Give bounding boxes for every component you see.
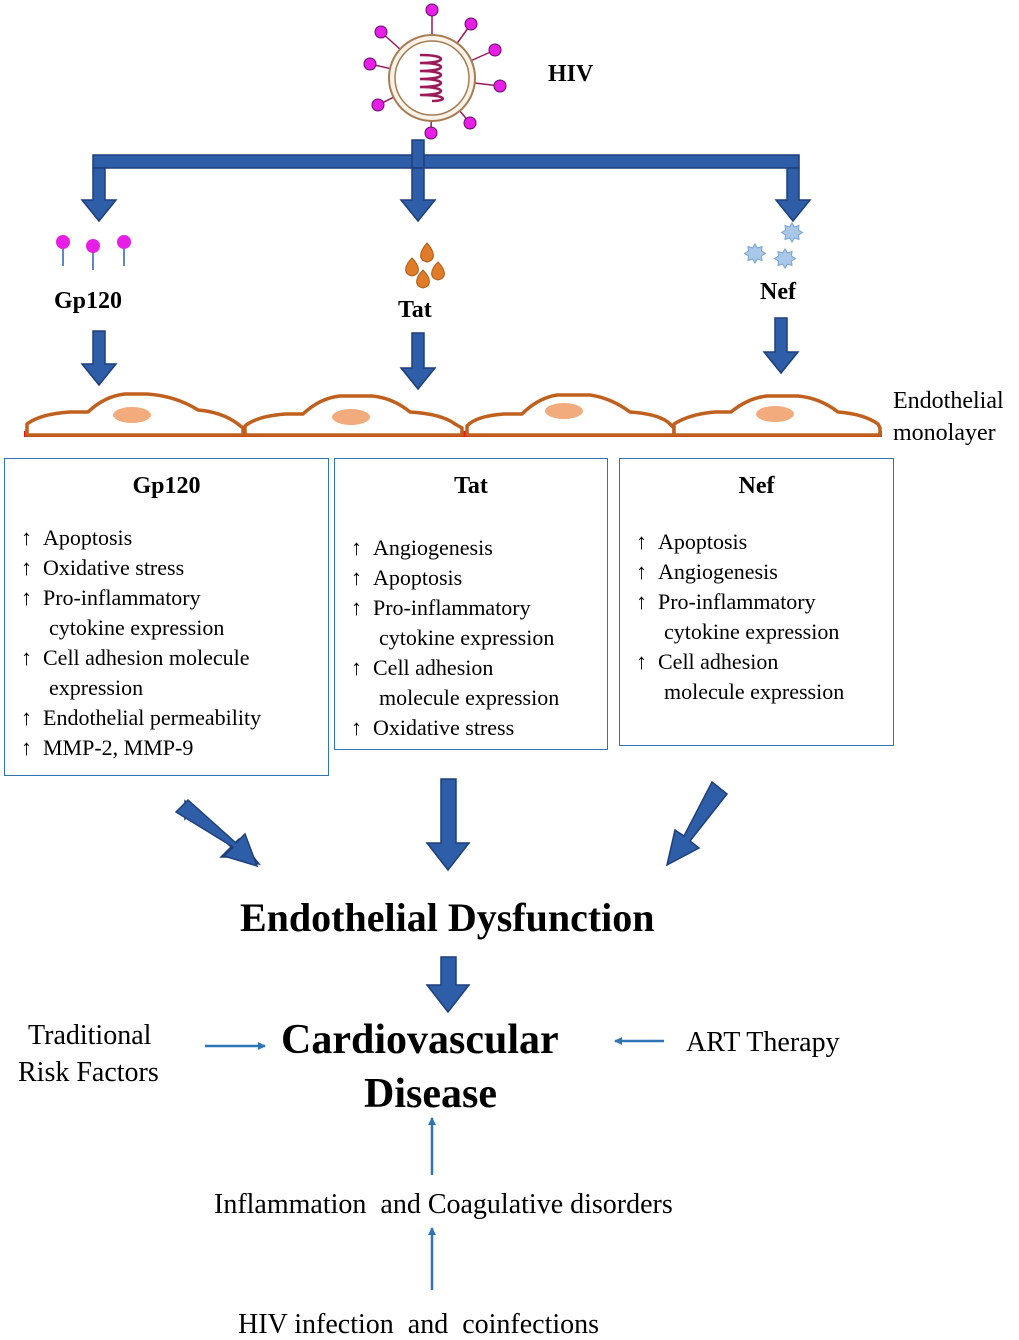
cardiovascular-disease-line2: Disease	[364, 1071, 497, 1117]
tat-protein-icon	[405, 242, 445, 289]
hiv-virus-icon	[363, 3, 507, 140]
list-item: ↑Angiogenesis	[636, 559, 778, 584]
hiv-label: HIV	[548, 61, 594, 87]
list-item: expression	[49, 675, 144, 700]
list-item: ↑Cell adhesion	[351, 655, 494, 680]
gp120-molecule-icon	[56, 235, 131, 270]
hiv-infection-coinfections-label: HIV infection and coinfections	[238, 1309, 600, 1340]
list-item: ↑Cell adhesion molecule	[21, 645, 250, 670]
branch-arrows	[80, 139, 812, 223]
nef-effects-box: Nef ↑Apoptosis ↑Angiogenesis ↑Pro-inflam…	[619, 458, 894, 746]
list-item: ↑Endothelial permeability	[21, 705, 262, 730]
cardiovascular-disease-line1: Cardiovascular	[281, 1017, 559, 1063]
dysfunction-to-cvd-arrow	[425, 956, 471, 1014]
endothelial-monolayer-label-line2: monolayer	[893, 420, 996, 446]
list-item: molecule expression	[664, 679, 845, 704]
gp120-effects-box: Gp120 ↑Apoptosis ↑Oxidative stress ↑Pro-…	[4, 458, 329, 776]
traditional-risk-factors-line2: Risk Factors	[18, 1057, 159, 1088]
endothelial-dysfunction-title: Endothelial Dysfunction	[240, 895, 655, 940]
gp120-effects-list: ↑Apoptosis ↑Oxidative stress ↑Pro-inflam…	[21, 523, 261, 763]
tat-box-title: Tat	[454, 473, 488, 499]
list-item: ↑Apoptosis	[21, 525, 133, 550]
nef-label: Nef	[760, 279, 796, 305]
gp120-label: Gp120	[54, 288, 123, 314]
nef-effects-list: ↑Apoptosis ↑Angiogenesis ↑Pro-inflammato…	[636, 527, 844, 707]
endothelial-monolayer	[24, 392, 882, 437]
list-item: ↑Apoptosis	[351, 565, 463, 590]
list-item: ↑Pro-inflammatory	[351, 595, 531, 620]
list-item: ↑Cell adhesion	[636, 649, 779, 674]
list-item: ↑MMP-2, MMP-9	[21, 735, 194, 760]
nef-protein-icon	[743, 222, 804, 269]
list-item: ↑Apoptosis	[636, 529, 748, 554]
endothelial-monolayer-label-line1: Endothelial	[893, 388, 1004, 414]
list-item: ↑Pro-inflammatory	[21, 585, 201, 610]
tat-effects-box: Tat ↑Angiogenesis ↑Apoptosis ↑Pro-inflam…	[334, 458, 608, 750]
art-therapy-label: ART Therapy	[686, 1027, 840, 1058]
list-item: ↑Oxidative stress	[351, 715, 515, 740]
gp120-dysfunction-arrow	[174, 798, 259, 868]
list-item: ↑Oxidative stress	[21, 555, 185, 580]
box-to-dysfunction-arrows	[183, 778, 729, 872]
list-item: cytokine expression	[379, 625, 555, 650]
gp120-box-title: Gp120	[132, 473, 201, 499]
tat-label: Tat	[398, 297, 432, 323]
list-item: ↑Angiogenesis	[351, 535, 493, 560]
inflammation-coagulative-label: Inflammation and Coagulative disorders	[214, 1189, 673, 1220]
traditional-risk-factors-line1: Traditional	[28, 1020, 152, 1051]
tat-effects-list: ↑Angiogenesis ↑Apoptosis ↑Pro-inflammato…	[351, 533, 559, 743]
list-item: cytokine expression	[49, 615, 225, 640]
list-item: molecule expression	[379, 685, 560, 710]
nef-box-title: Nef	[738, 473, 775, 499]
protein-to-cell-arrows	[80, 317, 800, 391]
list-item: ↑Pro-inflammatory	[636, 589, 816, 614]
contributor-arrows	[205, 1037, 664, 1290]
list-item: cytokine expression	[664, 619, 840, 644]
